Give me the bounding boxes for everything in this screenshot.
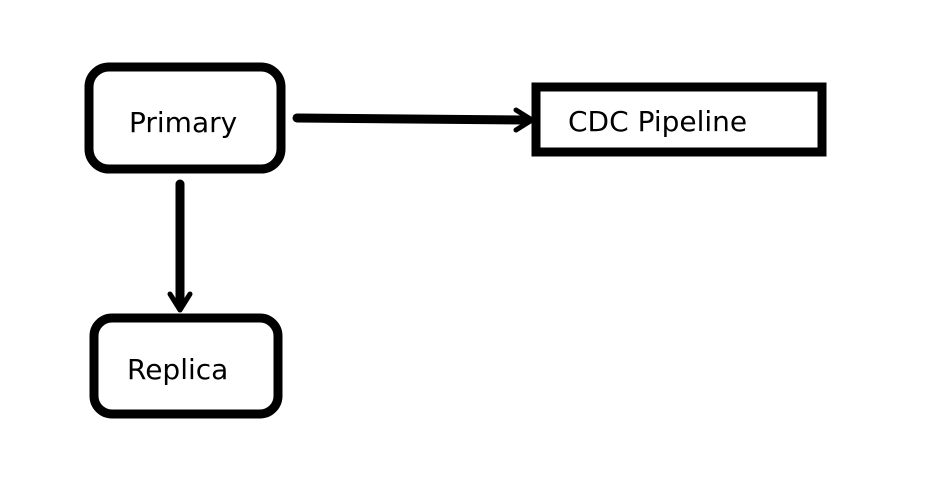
- node-replica[interactable]: Replica: [89, 313, 283, 419]
- node-cdc-pipeline[interactable]: CDC Pipeline: [531, 82, 827, 157]
- node-primary-box: [84, 62, 286, 174]
- node-cdc-pipeline-label: CDC Pipeline: [568, 105, 747, 138]
- arrowhead-icon: [167, 291, 193, 313]
- edge-primary-to-cdc: [292, 107, 535, 133]
- node-cdc-pipeline-box: [531, 82, 827, 157]
- node-replica-box: [89, 313, 283, 419]
- edge-primary-to-replica: [167, 179, 193, 313]
- node-primary-label: Primary: [129, 106, 237, 139]
- edge-primary-to-cdc-line: [292, 113, 532, 125]
- node-replica-label: Replica: [127, 353, 228, 386]
- node-primary[interactable]: Primary: [84, 62, 286, 174]
- arrowhead-icon: [513, 107, 535, 133]
